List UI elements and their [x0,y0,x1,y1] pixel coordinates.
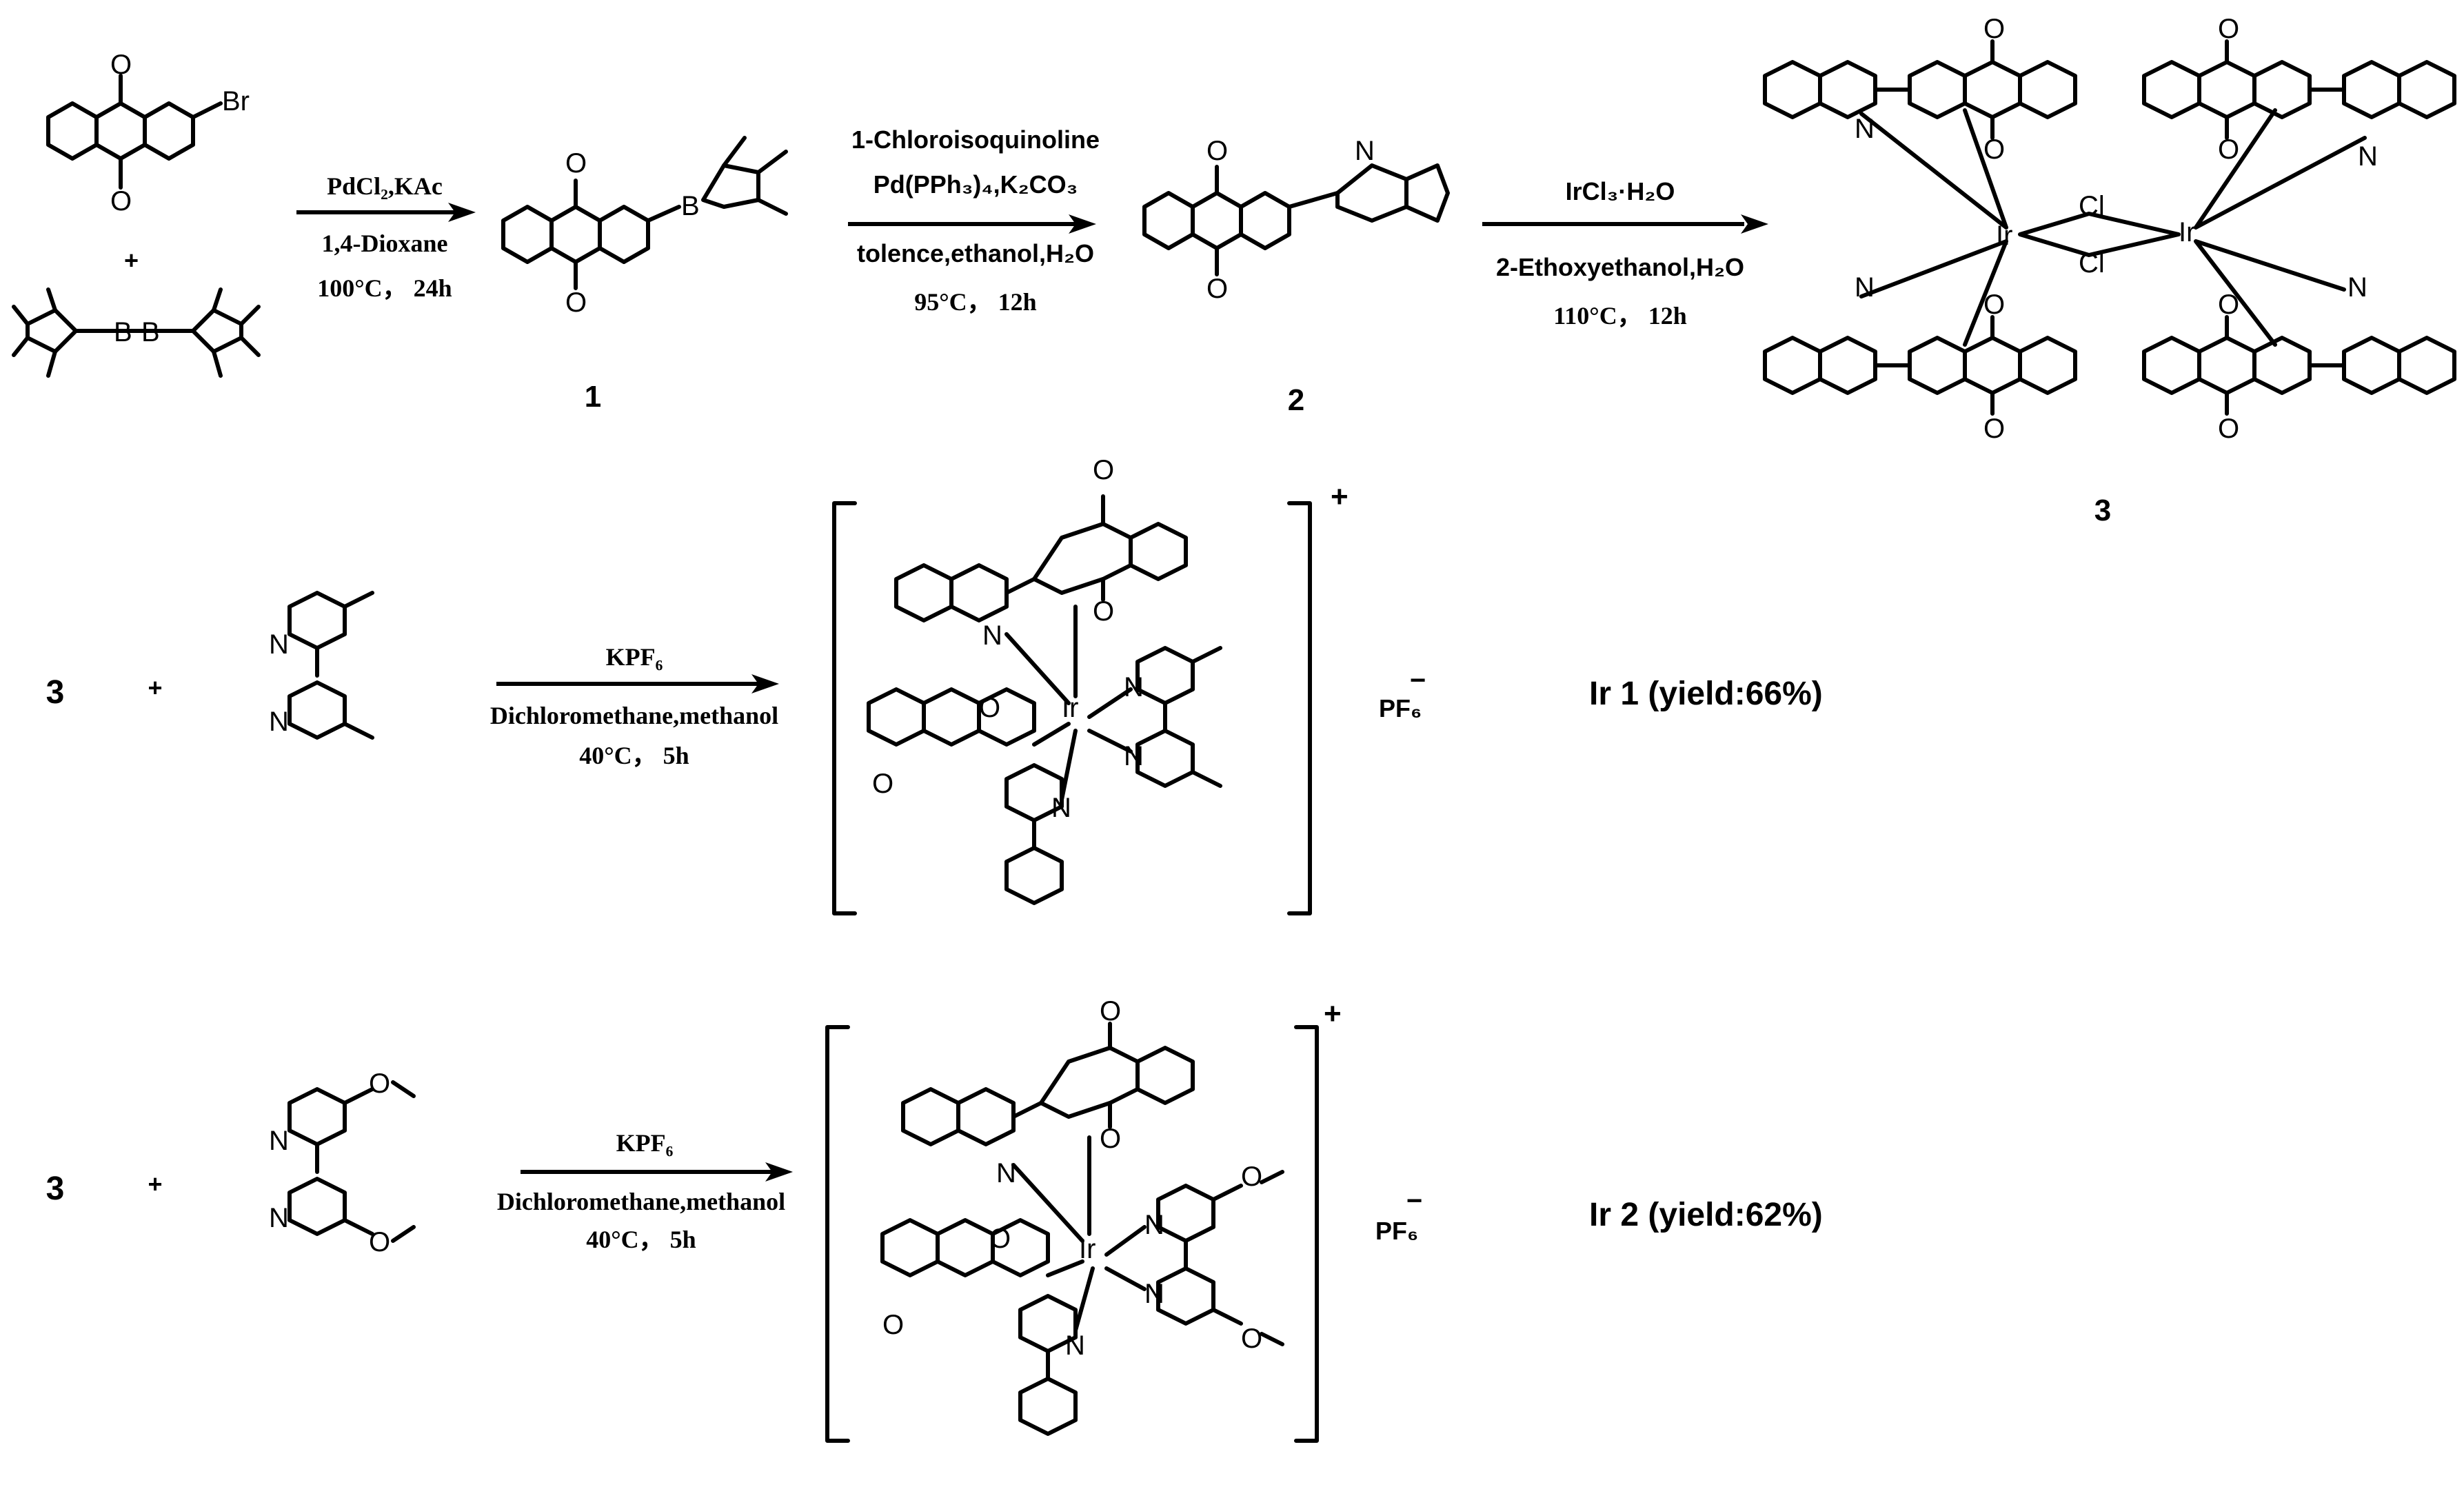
nitrogen-atom: N [1124,672,1144,702]
oxygen-atom: O [2218,414,2239,444]
nitrogen-atom: N [1855,272,1875,303]
oxygen-atom: O [2218,134,2239,165]
row3-plus: + [148,1170,162,1198]
step1-solvent: 1,4-Dioxane [322,230,448,257]
step3-reagent: IrCl₃·H₂O [1566,177,1675,205]
nitrogen-atom: N [2358,141,2378,172]
nitrogen-atom: N [1355,136,1375,166]
step2-conditions: 95°C， 12h [914,288,1036,316]
boron-atom: B [681,191,700,221]
step3-solvent: 2-Ethoxyethanol,H₂O [1496,253,1744,281]
ir1-counterion: PF₆ [1379,694,1422,722]
step2-reagent: 1-Chloroisoquinoline [851,125,1100,154]
dimethyl-bipyridine-structure: N N [269,591,374,740]
row2-reactant-number: 3 [46,674,65,711]
boron-atom: B [141,317,160,347]
chlorine-atom: Cl [2079,191,2105,221]
row3-reactant-number: 3 [46,1171,65,1207]
bromine-label: Br [222,86,250,117]
reaction-arrow-5 [521,1162,793,1182]
step4-solvent: Dichloromethane,methanol [490,702,778,729]
ir2-complex-structure: Ir N N N N O O O O O O [825,996,1319,1443]
nitrogen-atom: N [1144,1210,1164,1240]
oxygen-atom: O [989,1224,1011,1254]
nitrogen-atom: N [1855,114,1875,144]
ir1-product-label: Ir 1 (yield:66%) [1589,676,1823,712]
iridium-atom: Ir [2179,217,2195,247]
step5-reagent: KPF₆ [616,1129,674,1157]
nitrogen-atom: N [1065,1330,1085,1361]
reaction-arrow-2 [848,214,1096,234]
compound-3-dimer-structure: Ir Ir Cl Cl N O O N O O [1763,14,2456,444]
reaction-arrow-1 [296,203,476,222]
ir2-product-label: Ir 2 (yield:62%) [1589,1197,1823,1233]
oxygen-atom: O [2218,290,2239,320]
oxygen-atom: O [369,1068,390,1099]
nitrogen-atom: N [269,1126,289,1156]
oxygen-atom: O [1983,414,2005,444]
ir2-counterion: PF₆ [1375,1217,1418,1245]
boron-atom: B [114,317,132,347]
ir1-charge: + [1331,480,1349,514]
oxygen-atom: O [1100,996,1121,1026]
compound-2-structure: O O N [1142,136,1450,304]
ir2-charge: + [1324,997,1342,1031]
nitrogen-atom: N [269,707,289,737]
bromoanthraquinone-structure: O O Br [46,50,250,216]
compound-1-structure: O O B [501,136,788,318]
nitrogen-atom: N [2347,272,2367,303]
step4-reagent: KPF₆ [606,643,663,671]
bis-pinacolato-diboron-structure: B B [12,287,261,378]
oxygen-atom: O [1983,290,2005,320]
oxygen-atom: O [369,1227,390,1257]
oxygen-atom: O [1206,274,1228,304]
compound-1-number: 1 [585,380,601,414]
oxygen-atom: O [1093,455,1114,485]
dimethoxy-bipyridine-structure: N N O O [269,1068,416,1257]
ir1-counterion-charge: − [1410,665,1426,696]
nitrogen-atom: N [982,620,1002,651]
nitrogen-atom: N [269,629,289,660]
oxygen-atom: O [1983,14,2005,44]
nitrogen-atom: N [269,1203,289,1233]
step4-conditions: 40°C， 5h [579,742,689,769]
step5-solvent: Dichloromethane,methanol [497,1188,785,1215]
compound-3-number: 3 [2094,494,2111,527]
step2-solvent: tolence,ethanol,H₂O [857,239,1094,267]
chlorine-atom: Cl [2079,248,2105,278]
oxygen-atom: O [565,148,587,179]
reaction-arrow-3 [1482,214,1768,234]
nitrogen-atom: N [996,1158,1016,1188]
step1-conditions: 100°C， 24h [317,274,452,302]
oxygen-atom: O [565,287,587,318]
oxygen-atom: O [1206,136,1228,166]
step5-conditions: 40°C， 5h [586,1226,696,1253]
step1-reagents: PdCl₂,KAc [327,172,443,200]
ir1-complex-structure: Ir N N N N O O O O [832,455,1312,915]
step2-catalyst: Pd(PPh₃)₄,K₂CO₃ [873,170,1078,199]
oxygen-atom: O [872,769,893,799]
ir2-counterion-charge: − [1406,1186,1422,1216]
oxygen-atom: O [1241,1324,1262,1354]
reaction-arrow-4 [496,674,779,693]
compound-2-number: 2 [1288,383,1304,417]
oxygen-atom: O [2218,14,2239,44]
row2-plus: + [148,673,162,702]
oxygen-atom: O [1100,1124,1121,1154]
oxygen-atom: O [110,50,132,80]
nitrogen-atom: N [1144,1279,1164,1309]
oxygen-atom: O [1093,596,1114,627]
nitrogen-atom: N [1124,741,1144,771]
step3-conditions: 110°C， 12h [1553,302,1686,330]
plus-sign: + [124,246,139,274]
oxygen-atom: O [1241,1162,1262,1192]
oxygen-atom: O [1983,134,2005,165]
oxygen-atom: O [110,186,132,216]
oxygen-atom: O [882,1310,904,1340]
oxygen-atom: O [979,693,1000,723]
nitrogen-atom: N [1051,793,1071,823]
